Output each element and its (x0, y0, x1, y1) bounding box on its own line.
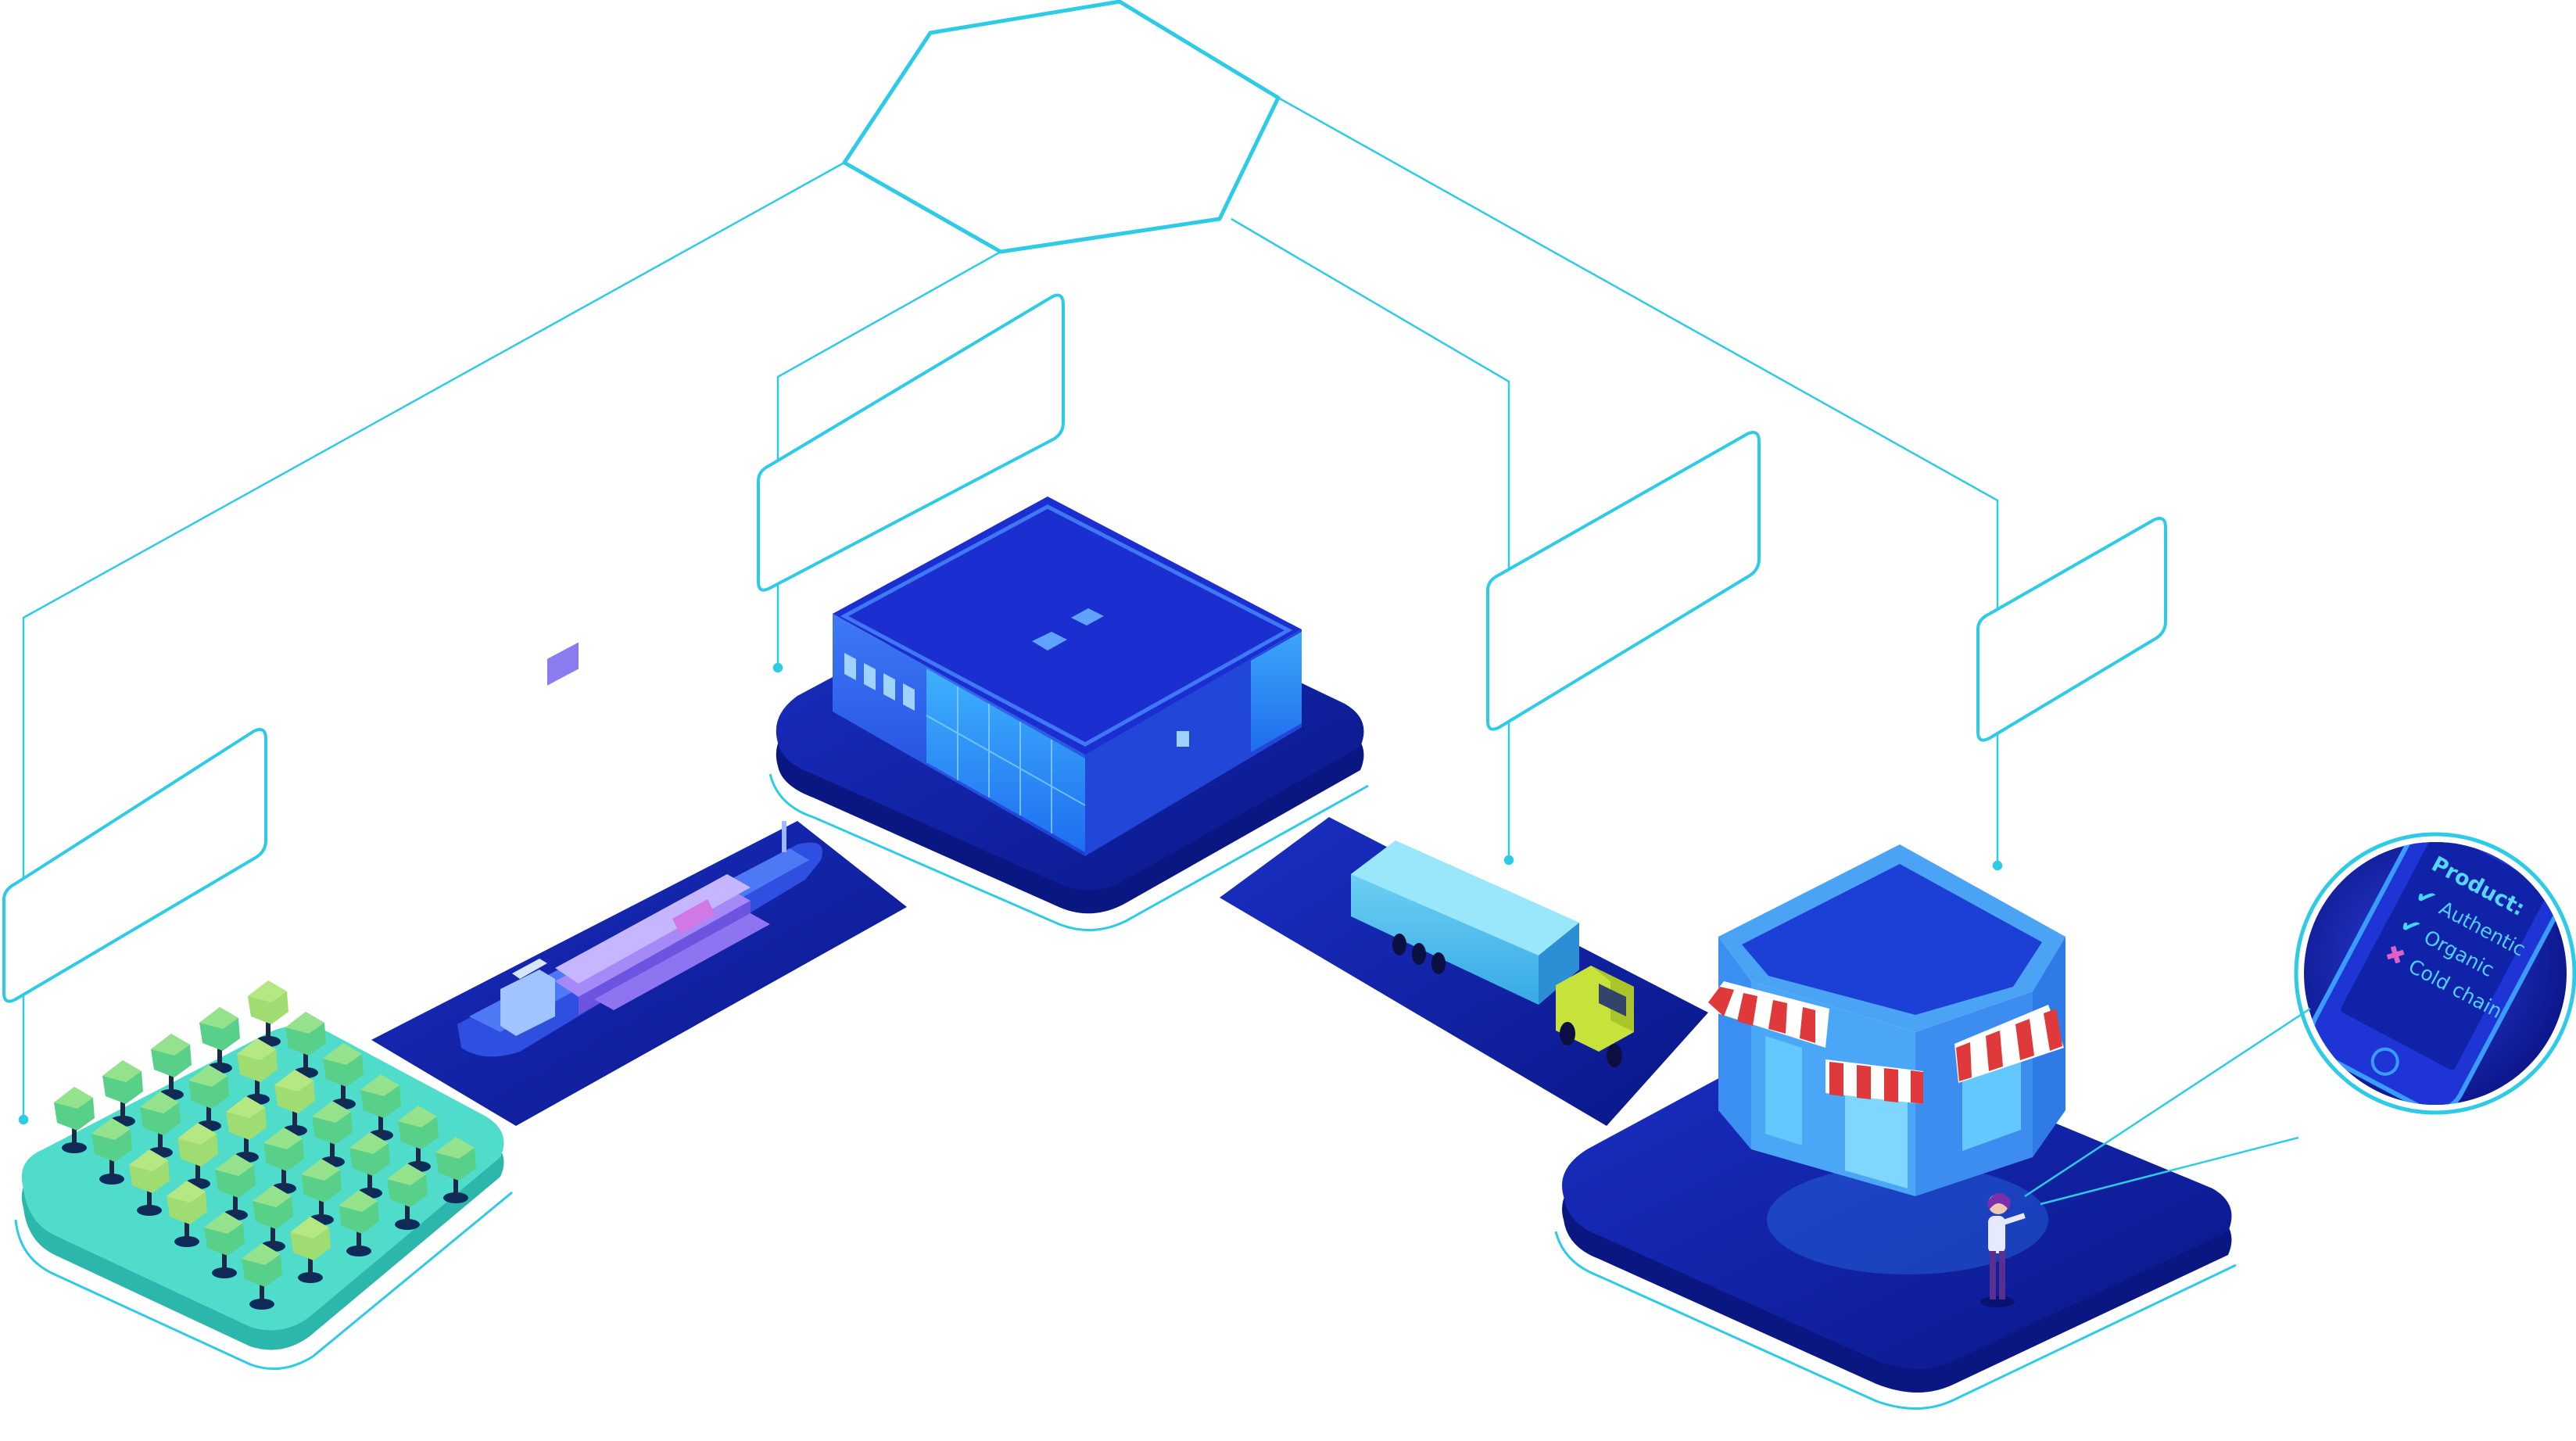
tree (274, 1070, 315, 1136)
info-card-warehouse (757, 293, 1065, 592)
tree (102, 1060, 143, 1127)
tree (290, 1217, 331, 1283)
smartphone: Product: ✔ Authentic ✔ Organic ✖ Cold ch… (2309, 842, 2567, 1105)
warehouse-building (833, 496, 1302, 856)
shipping-route-tile (371, 642, 907, 1126)
tree (215, 1154, 256, 1221)
tree (151, 1034, 192, 1100)
phone-magnifier: Product: ✔ Authentic ✔ Organic ✖ Cold ch… (2024, 832, 2576, 1206)
info-cards (2, 293, 2167, 1003)
ship-containers (555, 874, 770, 1015)
tree (253, 1185, 293, 1252)
customer-person (1980, 1192, 2026, 1307)
tree (339, 1190, 379, 1256)
tree (204, 1212, 245, 1278)
warehouse-platform (769, 496, 1369, 931)
info-card-store (1976, 517, 2167, 742)
road-tile (1220, 817, 1708, 1126)
tree (237, 1038, 278, 1105)
tree (435, 1137, 476, 1203)
store-awnings (1703, 981, 2064, 1104)
orchard-trees (54, 980, 476, 1310)
tree (91, 1118, 132, 1185)
tree (167, 1181, 207, 1247)
central-hexagon (842, 0, 1281, 254)
tree (248, 980, 288, 1047)
tree (285, 1012, 326, 1078)
tree (54, 1087, 95, 1153)
tree (129, 1149, 170, 1216)
truck (1351, 841, 1634, 1067)
tree (398, 1106, 439, 1172)
container-ship (457, 642, 822, 1057)
tree (360, 1074, 401, 1141)
tree (242, 1243, 282, 1310)
store-building (1703, 844, 2065, 1196)
store-platform (1554, 844, 2237, 1411)
tree (387, 1163, 428, 1230)
info-card-truck (1486, 431, 1761, 731)
farm-platform (14, 980, 513, 1371)
tree (199, 1007, 240, 1074)
info-card-farm (2, 728, 267, 1003)
